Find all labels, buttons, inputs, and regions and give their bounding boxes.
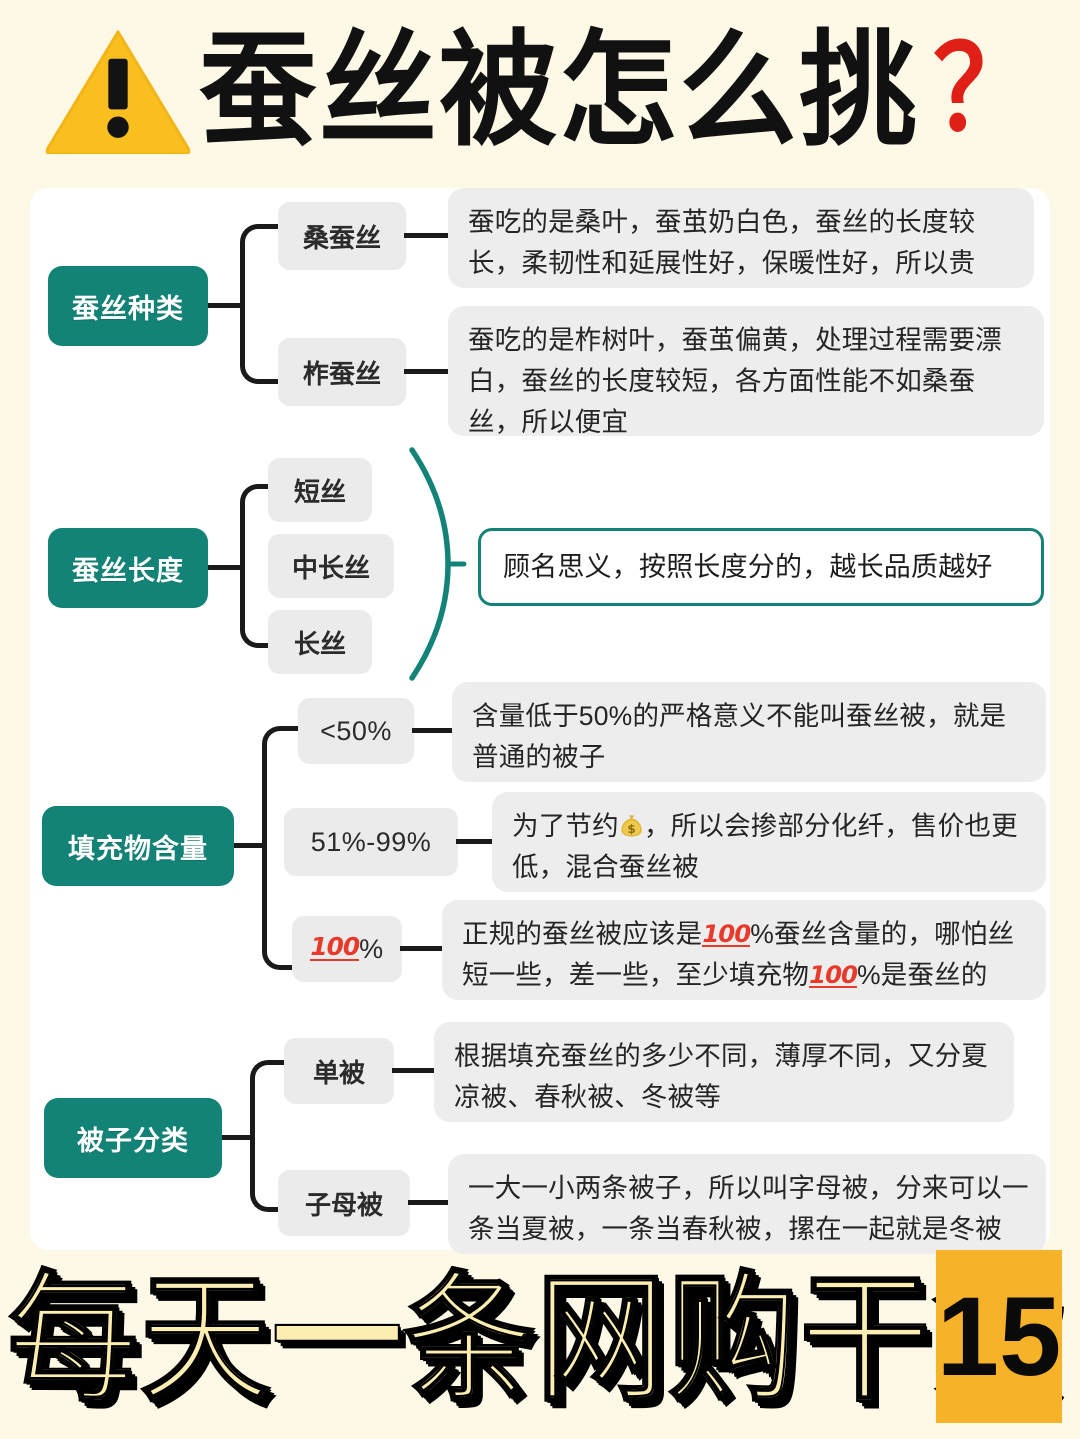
- branch-label-under-50[interactable]: <50%: [298, 698, 414, 764]
- footer-episode-badge: 15: [936, 1250, 1062, 1423]
- footer-episode-number: 15: [936, 1273, 1062, 1399]
- root-node-filling-content[interactable]: 填充物含量: [42, 806, 234, 886]
- desc-text-part: %蚕丝含量的，哪怕丝短一些，差一些，至少填充物: [462, 919, 1015, 991]
- page-title: 蚕丝被怎么挑: [198, 16, 919, 164]
- connector-bracket: [240, 484, 276, 648]
- branch-label-51-99[interactable]: 51%-99%: [284, 808, 458, 876]
- desc-text-part: ，所以会掺部分化纤，售价也更低，混合蚕丝被: [512, 811, 1018, 883]
- hundred-points-icon: 100: [310, 932, 360, 962]
- percent-sign: %: [359, 933, 384, 964]
- connector-branch-3: [400, 946, 446, 951]
- branch-desc-hundred: 正规的蚕丝被应该是100%蚕丝含量的，哪怕丝短一些，差一些，至少填充物100%是…: [442, 900, 1046, 1000]
- connector-bracket: [250, 1060, 290, 1212]
- shared-desc-silk-length: 顾名思义，按照长度分的，越长品质越好: [478, 528, 1044, 606]
- branch-label-medium-silk[interactable]: 中长丝: [268, 534, 394, 598]
- hundred-points-icon: 100: [702, 919, 751, 948]
- connector-branch-2: [408, 1200, 454, 1205]
- branch-desc-zuo-silk: 蚕吃的是柞树叶，蚕茧偏黄，处理过程需要漂白，蚕丝的长度较短，各方面性能不如桑蚕丝…: [448, 306, 1044, 437]
- connector-branch-1: [412, 728, 458, 733]
- branch-label-long-silk[interactable]: 长丝: [268, 610, 372, 674]
- connector-stem: [208, 565, 242, 570]
- desc-text-part: 为了节约: [512, 811, 619, 841]
- root-node-silk-type[interactable]: 蚕丝种类: [48, 266, 208, 346]
- connector-branch-1: [392, 1068, 438, 1073]
- branch-desc-sang-silk: 蚕吃的是桑叶，蚕茧奶白色，蚕丝的长度较长，柔韧性和延展性好，保暖性好，所以贵: [448, 188, 1034, 288]
- hundred-points-icon: 100: [809, 960, 858, 990]
- branch-label-single-quilt[interactable]: 单被: [284, 1038, 394, 1104]
- section-quilt-category: 被子分类 单被 根据填充蚕丝的多少不同，薄厚不同，又分夏凉被、春秋被、冬被等 子…: [30, 1022, 1050, 1254]
- desc-text-part: %是蚕丝的: [857, 960, 988, 991]
- branch-label-hundred[interactable]: 100%: [292, 916, 402, 982]
- branch-desc-single-quilt: 根据填充蚕丝的多少不同，薄厚不同，又分夏凉被、春秋被、冬被等: [434, 1022, 1014, 1122]
- branch-label-zuo-silk[interactable]: 柞蚕丝: [278, 338, 406, 406]
- root-node-silk-length[interactable]: 蚕丝长度: [48, 528, 208, 608]
- svg-text:$: $: [627, 822, 635, 836]
- branch-label-sang-silk[interactable]: 桑蚕丝: [278, 202, 406, 270]
- connector-bracket: [240, 224, 280, 384]
- warning-triangle-icon: [43, 26, 193, 154]
- money-bag-icon: $: [619, 813, 644, 838]
- branch-label-short-silk[interactable]: 短丝: [268, 458, 372, 522]
- branch-desc-51-99: 为了节约 $，所以会掺部分化纤，售价也更低，混合蚕丝被: [492, 792, 1046, 892]
- branch-desc-mother-child-quilt: 一大一小两条被子，所以叫字母被，分来可以一条当夏被，一条当春秋被，摞在一起就是冬…: [448, 1154, 1046, 1254]
- root-node-quilt-category[interactable]: 被子分类: [44, 1098, 222, 1178]
- connector-branch-1: [404, 233, 450, 238]
- teal-brace-icon: [398, 444, 468, 684]
- page-footer: 每天一条网购干货 15: [0, 1250, 1080, 1439]
- page-header: 蚕丝被怎么挑 ？: [0, 0, 1080, 180]
- section-silk-length: 蚕丝长度 短丝 中长丝 长丝 顾名思义，按照长度分的，越长品质越好: [30, 447, 1050, 686]
- question-mark: ？: [933, 25, 1038, 155]
- connector-stem: [208, 303, 242, 308]
- section-filling-content: 填充物含量 <50% 含量低于50%的严格意义不能叫蚕丝被，就是普通的被子 51…: [30, 682, 1050, 1018]
- branch-label-mother-child-quilt[interactable]: 子母被: [278, 1170, 410, 1236]
- connector-stem: [234, 843, 264, 848]
- connector-stem: [222, 1135, 252, 1140]
- section-silk-type: 蚕丝种类 桑蚕丝 蚕吃的是桑叶，蚕茧奶白色，蚕丝的长度较长，柔韧性和延展性好，保…: [30, 188, 1050, 450]
- branch-desc-under-50: 含量低于50%的严格意义不能叫蚕丝被，就是普通的被子: [452, 682, 1046, 782]
- desc-text-part: 正规的蚕丝被应该是: [462, 919, 703, 949]
- mindmap-card: 蚕丝种类 桑蚕丝 蚕吃的是桑叶，蚕茧奶白色，蚕丝的长度较长，柔韧性和延展性好，保…: [30, 188, 1050, 1254]
- connector-branch-2: [404, 369, 450, 374]
- connector-branch-2: [456, 839, 498, 844]
- connector-bracket: [262, 726, 302, 970]
- footer-slogan: 每天一条网购干货: [7, 1256, 1065, 1422]
